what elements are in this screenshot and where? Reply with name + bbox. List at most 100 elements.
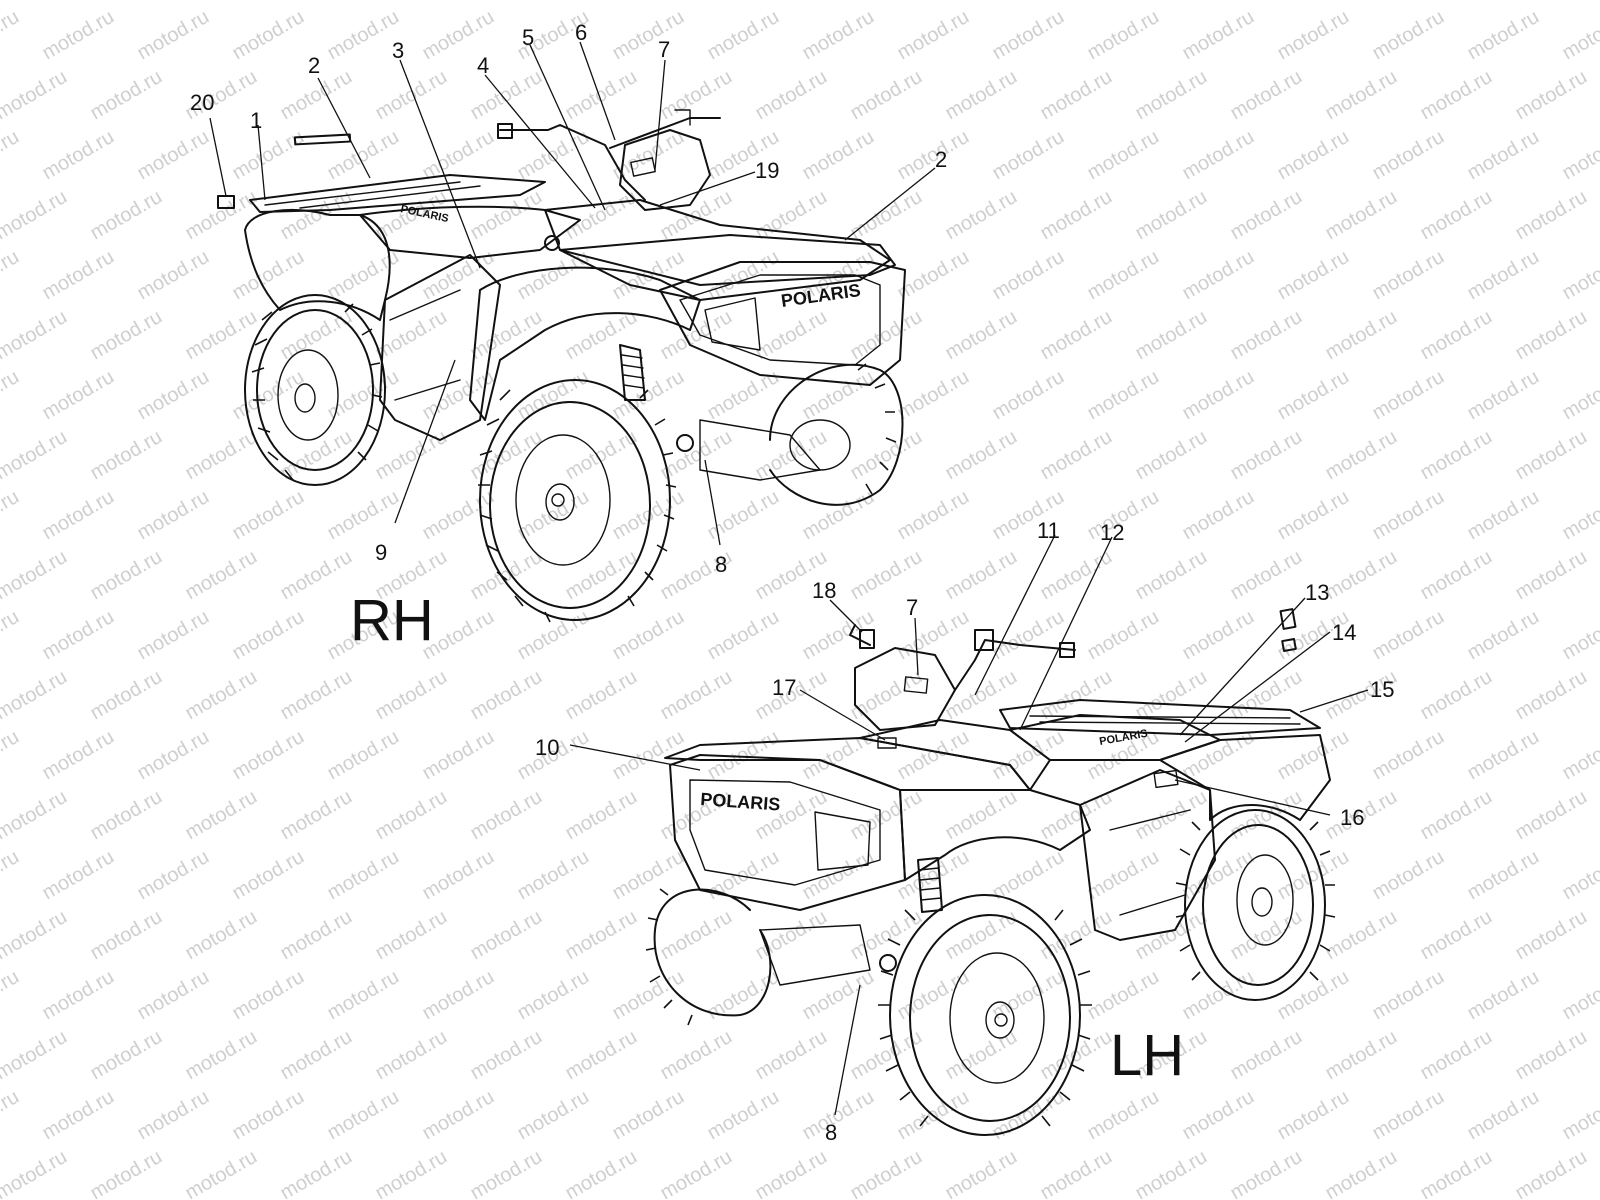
watermark-text: motod.ru — [1179, 486, 1258, 545]
watermark-text: motod.ru — [87, 1146, 166, 1200]
watermark-text: motod.ru — [229, 366, 308, 425]
watermark-text: motod.ru — [324, 1086, 403, 1145]
rh-brand-logo: POLARIS — [780, 280, 862, 311]
watermark-text: motod.ru — [1322, 186, 1401, 245]
watermark-text: motod.ru — [229, 966, 308, 1025]
rh-near-front-wheel — [478, 379, 677, 623]
watermark-text: motod.ru — [1227, 66, 1306, 125]
watermark-text: motod.ru — [1084, 246, 1163, 305]
watermark-text: motod.ru — [419, 966, 498, 1025]
watermark-text: motod.ru — [1464, 846, 1543, 905]
watermark-text: motod.ru — [609, 486, 688, 545]
watermark-text: motod.ru — [1512, 906, 1591, 965]
watermark-text: motod.ru — [562, 666, 641, 725]
rh-front-bumper — [659, 261, 906, 386]
watermark-text: motod.ru — [0, 0, 71, 4]
watermark-text: motod.ru — [942, 0, 1021, 4]
callout-rh-19: 19 — [755, 158, 779, 183]
watermark-text: motod.ru — [609, 606, 688, 665]
lh-rear-rack — [999, 699, 1321, 736]
rh-left-grip — [497, 123, 513, 139]
callout-rh-5: 5 — [522, 25, 534, 50]
rh-rear-rack — [249, 174, 546, 213]
callout-rh-2b: 2 — [935, 147, 947, 172]
watermark-text: motod.ru — [1512, 0, 1591, 4]
watermark-text: motod.ru — [1512, 306, 1591, 365]
watermark-text: motod.ru — [514, 366, 593, 425]
watermark-text: motod.ru — [229, 6, 308, 65]
watermark-text: motod.ru — [467, 186, 546, 245]
watermark-text: motod.ru — [0, 846, 23, 905]
watermark-text: motod.ru — [989, 246, 1068, 305]
watermark-text: motod.ru — [182, 186, 261, 245]
watermark-text: motod.ru — [752, 306, 831, 365]
watermark-text: motod.ru — [799, 606, 878, 665]
watermark-text: motod.ru — [39, 726, 118, 785]
watermark-text: motod.ru — [1417, 426, 1496, 485]
callout-lh-16: 16 — [1340, 805, 1364, 830]
lh-headlight — [814, 811, 871, 871]
watermark-text: motod.ru — [609, 1086, 688, 1145]
watermark-text: motod.ru — [229, 1086, 308, 1145]
watermark-text: motod.ru — [87, 1026, 166, 1085]
watermark-text: motod.ru — [419, 726, 498, 785]
watermark-text: motod.ru — [39, 126, 118, 185]
watermark-text: motod.ru — [1227, 0, 1306, 4]
lh-decal-14 — [1281, 638, 1297, 652]
watermark-text: motod.ru — [1227, 426, 1306, 485]
watermark-text: motod.ru — [1084, 126, 1163, 185]
watermark-text: motod.ru — [87, 906, 166, 965]
lh-headlight-pod — [854, 647, 956, 731]
watermark-text: motod.ru — [1037, 1146, 1116, 1200]
callout-lh-12: 12 — [1100, 520, 1124, 545]
rh-decal-2-loose — [293, 133, 352, 146]
watermark-text: motod.ru — [1322, 426, 1401, 485]
watermark-text: motod.ru — [657, 906, 736, 965]
watermark-text: motod.ru — [467, 666, 546, 725]
watermark-text: motod.ru — [1179, 6, 1258, 65]
callout-lh-17: 17 — [772, 675, 796, 700]
watermark-text: motod.ru — [134, 486, 213, 545]
rh-tow-point — [676, 434, 694, 452]
watermark-text: motod.ru — [1369, 246, 1448, 305]
watermark-text: motod.ru — [467, 0, 546, 4]
watermark-text: motod.ru — [1464, 366, 1543, 425]
watermark-text: motod.ru — [1512, 426, 1591, 485]
watermark-text: motod.ru — [799, 6, 878, 65]
watermark-text: motod.ru — [1464, 486, 1543, 545]
watermark-text: motod.ru — [1512, 186, 1591, 245]
watermark-text: motod.ru — [1274, 1086, 1353, 1145]
watermark-text: motod.ru — [87, 666, 166, 725]
watermark-text: motod.ru — [1464, 246, 1543, 305]
watermark-text: motod.ru — [752, 426, 831, 485]
watermark-text: motod.ru — [419, 486, 498, 545]
watermark-text: motod.ru — [0, 246, 23, 305]
rh-headlight-pod — [619, 129, 711, 211]
watermark-text: motod.ru — [562, 66, 641, 125]
callout-lh-13: 13 — [1305, 580, 1329, 605]
watermark-text: motod.ru — [752, 1146, 831, 1200]
watermark-text: motod.ru — [1417, 186, 1496, 245]
watermark-text: motod.ru — [0, 546, 71, 605]
watermark-text: motod.ru — [847, 666, 926, 725]
watermark-text: motod.ru — [1037, 0, 1116, 4]
watermark-text: motod.ru — [277, 0, 356, 4]
watermark-text: motod.ru — [182, 0, 261, 4]
watermark-text: motod.ru — [372, 1026, 451, 1085]
watermark-text: motod.ru — [87, 0, 166, 4]
watermark-text: motod.ru — [0, 666, 71, 725]
watermark-text: motod.ru — [847, 0, 926, 4]
watermark-text: motod.ru — [87, 186, 166, 245]
watermark-text: motod.ru — [0, 6, 23, 65]
watermark-text: motod.ru — [134, 126, 213, 185]
watermark-text: motod.ru — [894, 126, 973, 185]
watermark-text: motod.ru — [1369, 486, 1448, 545]
lh-right-grip — [1059, 642, 1075, 658]
watermark-text: motod.ru — [277, 1146, 356, 1200]
callout-rh-1: 1 — [250, 108, 262, 133]
watermark-text: motod.ru — [847, 186, 926, 245]
watermark-text: motod.ru — [562, 906, 641, 965]
watermark-text: motod.ru — [514, 606, 593, 665]
watermark-text: motod.ru — [1512, 786, 1591, 845]
